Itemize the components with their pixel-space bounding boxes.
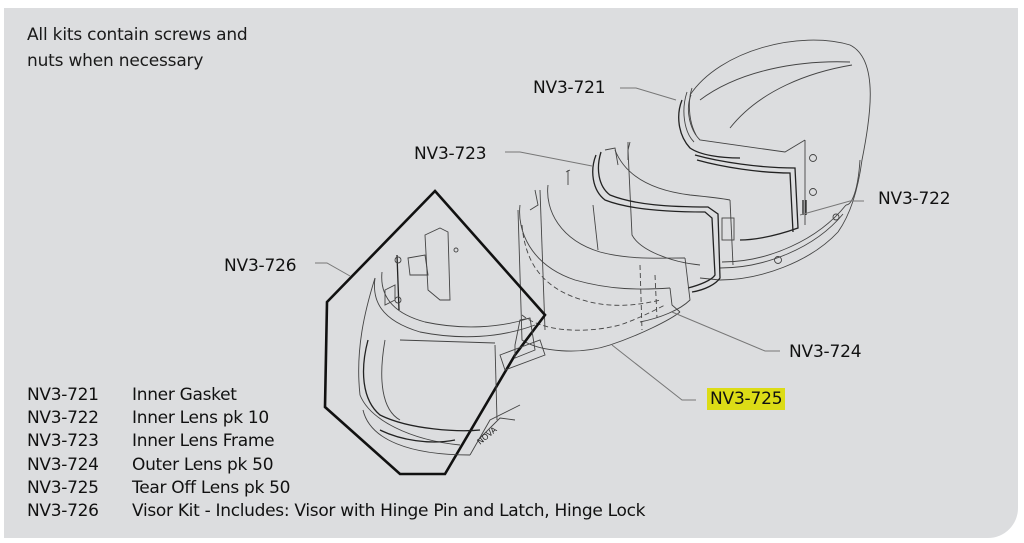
legend-row: NV3-724 Outer Lens pk 50 <box>27 454 645 477</box>
legend-row: NV3-725 Tear Off Lens pk 50 <box>27 477 645 500</box>
legend-code: NV3-725 <box>27 477 99 498</box>
leader-nv3-723 <box>505 151 593 167</box>
legend-code: NV3-722 <box>27 408 99 429</box>
legend-code: NV3-723 <box>27 431 99 452</box>
legend-row: NV3-723 Inner Lens Frame <box>27 430 645 453</box>
inner-lens-frame <box>592 147 735 293</box>
leader-nv3-724 <box>671 311 780 352</box>
callout-nv3-725-highlighted: NV3-725 <box>707 388 786 410</box>
callout-nv3-722: NV3-722 <box>878 189 951 209</box>
leader-nv3-726 <box>315 262 351 277</box>
legend-row: NV3-726 Visor Kit - Includes: Visor with… <box>27 500 645 523</box>
legend-row: NV3-721 Inner Gasket <box>27 384 645 407</box>
legend-description: Inner Lens pk 10 <box>132 408 269 429</box>
legend-description: Outer Lens pk 50 <box>132 454 274 475</box>
inner-gasket <box>678 87 741 159</box>
parts-legend: NV3-721 Inner Gasket NV3-722 Inner Lens … <box>27 384 645 523</box>
callout-nv3-724: NV3-724 <box>789 342 862 362</box>
diagram-panel <box>4 8 1018 538</box>
callout-nv3-721: NV3-721 <box>533 78 606 98</box>
leader-nv3-721 <box>620 87 677 101</box>
legend-code: NV3-721 <box>27 385 99 405</box>
legend-description: Visor Kit - Includes: Visor with Hinge P… <box>132 501 646 522</box>
tear-off-lens <box>517 189 681 352</box>
outer-lens <box>539 169 691 331</box>
legend-description: Inner Gasket <box>132 385 237 405</box>
kit-note-line-2: nuts when necessary <box>27 51 204 71</box>
callout-nv3-726: NV3-726 <box>224 256 297 276</box>
inner-lens <box>614 141 734 266</box>
kit-note-line-1: All kits contain screws and <box>27 25 248 45</box>
kit-note: All kits contain screws and nuts when ne… <box>27 22 248 74</box>
legend-code: NV3-726 <box>27 501 99 522</box>
leader-nv3-725 <box>611 344 696 401</box>
legend-description: Inner Lens Frame <box>132 431 275 452</box>
legend-description: Tear Off Lens pk 50 <box>132 477 291 498</box>
leader-nv3-722 <box>799 200 864 216</box>
legend-code: NV3-724 <box>27 454 99 475</box>
visor-kit-inset: NOVA <box>323 189 547 476</box>
helmet-shell <box>688 39 871 281</box>
callout-nv3-723: NV3-723 <box>414 144 487 164</box>
legend-row: NV3-722 Inner Lens pk 10 <box>27 407 645 430</box>
